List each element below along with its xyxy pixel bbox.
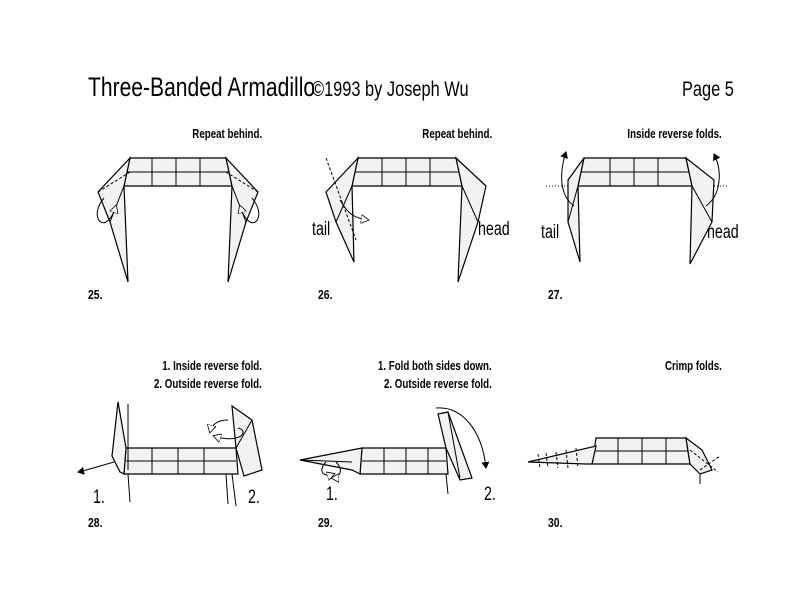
author-credit: ©1993 by Joseph Wu xyxy=(312,78,469,101)
step-29-number: 29. xyxy=(318,515,333,530)
step-28-instruction-2: 2. Outside reverse fold. xyxy=(154,376,262,391)
step-29-instruction-1: 1. Fold both sides down. xyxy=(378,358,492,373)
page-title: Three-Banded Armadillo xyxy=(88,72,316,102)
step-28-instruction-1: 1. Inside reverse fold. xyxy=(162,358,262,373)
step-27-number: 27. xyxy=(548,287,563,302)
step-28-label-2: 2. xyxy=(248,487,260,508)
step-30-number: 30. xyxy=(548,515,563,530)
step-30-instruction: Crimp folds. xyxy=(665,358,722,373)
step-27-tail-label: tail xyxy=(541,222,560,243)
step-26-head-label: head xyxy=(478,219,510,240)
step-29-label-2: 2. xyxy=(484,484,496,505)
step-27-instruction: Inside reverse folds. xyxy=(627,126,722,141)
step-25-instruction: Repeat behind. xyxy=(192,126,262,141)
step-27-diagram xyxy=(546,151,728,265)
step-26-number: 26. xyxy=(318,287,333,302)
step-25-diagram xyxy=(96,156,260,283)
step-28-label-1: 1. xyxy=(93,487,105,508)
step-29-diagram xyxy=(299,407,490,495)
step-29-instruction-2: 2. Outside reverse fold. xyxy=(384,376,492,391)
step-26-diagram xyxy=(325,156,487,283)
step-28-diagram xyxy=(77,401,263,507)
step-26-instruction: Repeat behind. xyxy=(422,126,492,141)
step-28-number: 28. xyxy=(88,515,103,530)
step-26-tail-label: tail xyxy=(312,219,331,240)
page-number: Page 5 xyxy=(682,78,734,101)
step-25-number: 25. xyxy=(88,287,103,302)
step-29-label-1: 1. xyxy=(326,484,338,505)
step-27-head-label: head xyxy=(707,222,739,243)
step-30-diagram xyxy=(527,436,721,484)
